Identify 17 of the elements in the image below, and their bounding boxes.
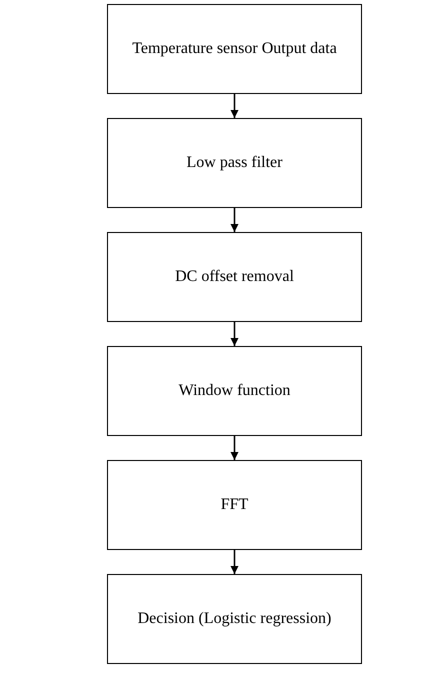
- process-box: [107, 460, 362, 550]
- box-label: FFT: [220, 495, 250, 515]
- box-label: DC offset removal: [174, 267, 295, 287]
- arrow: [230, 436, 238, 460]
- box-label: Temperature sensor Output data: [131, 39, 338, 59]
- arrow: [230, 94, 238, 118]
- process-box: [107, 118, 362, 208]
- process-box: [107, 346, 362, 436]
- process-box: [107, 574, 362, 664]
- box-label: Decision (Logistic regression): [136, 609, 332, 629]
- arrow: [230, 208, 238, 232]
- process-box: [107, 4, 362, 94]
- arrow: [230, 322, 238, 346]
- box-label: Low pass filter: [186, 153, 284, 173]
- process-box: [107, 232, 362, 322]
- box-label: Window function: [178, 381, 292, 401]
- arrow: [230, 550, 238, 574]
